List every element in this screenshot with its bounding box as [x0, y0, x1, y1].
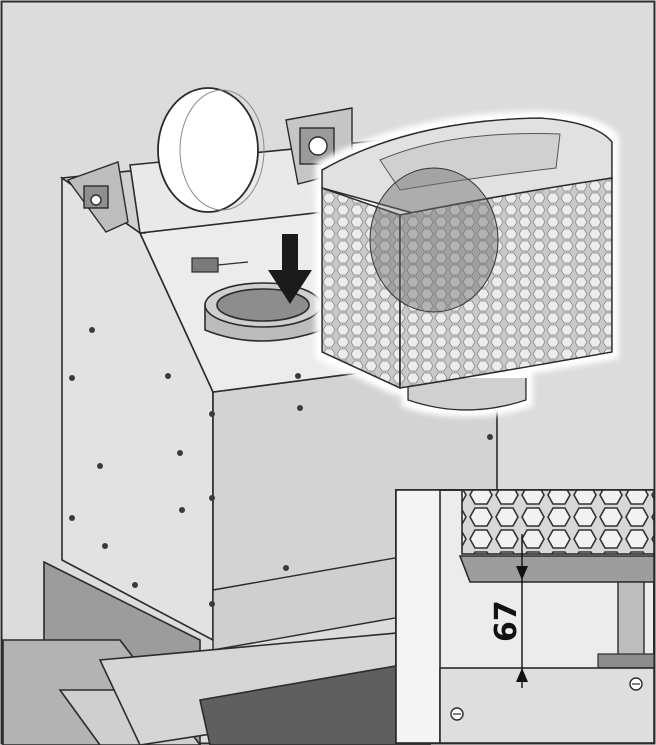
dimension-label: 67: [489, 600, 524, 642]
carbon-filter-unit: [321, 117, 613, 411]
dimension-detail-inset: 67: [395, 489, 655, 744]
motor-outlet-collar: [204, 282, 323, 342]
left-mounting-bracket: [66, 161, 129, 233]
connector-block: [191, 257, 219, 273]
dimension-arrow-top: [516, 566, 528, 580]
insert-direction-arrow: [268, 234, 312, 304]
hood-canopy: [2, 560, 431, 745]
chimney-screws: [69, 327, 493, 607]
dimension-arrow-bottom: [516, 668, 528, 682]
duct-opening: [157, 87, 265, 213]
connector-cable: [217, 261, 249, 266]
